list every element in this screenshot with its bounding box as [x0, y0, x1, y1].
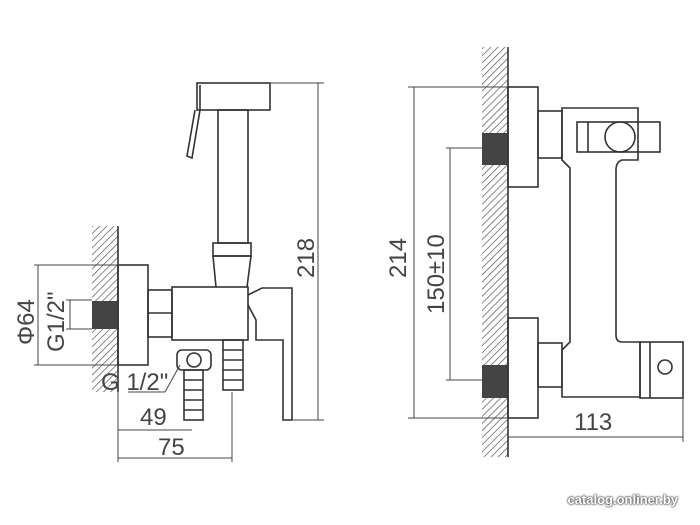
diameter-label: Φ64	[13, 299, 40, 345]
mixer-handle	[576, 121, 661, 153]
height-label: 214	[385, 238, 412, 278]
wall-thread-top	[482, 133, 508, 165]
height-label: 218	[293, 238, 320, 278]
valve-body	[171, 286, 249, 341]
watermark: catalog.onliner.by	[567, 492, 678, 507]
depth-75-label: 75	[158, 434, 185, 461]
dimension-113: 113	[508, 398, 684, 442]
wall-thread	[92, 301, 118, 329]
thread-label: G1/2"	[43, 291, 70, 352]
nut-top	[537, 110, 563, 159]
dimension-phi64: Φ64	[13, 264, 118, 366]
outlet-cap	[639, 341, 684, 399]
dimension-214: 214	[385, 86, 508, 419]
mixer-body	[561, 107, 641, 398]
mixer-handle	[247, 287, 293, 421]
holder-base	[212, 255, 252, 288]
wall-thread-bottom	[482, 365, 508, 398]
nut-bottom	[537, 342, 563, 388]
hose-barb-right	[222, 339, 244, 391]
dimension-g12: G1/2"	[43, 291, 92, 352]
depth-label: 113	[574, 409, 612, 436]
dimension-150: 150±10	[423, 147, 482, 381]
spray-trigger	[186, 85, 201, 160]
dimension-75: 75	[117, 392, 233, 462]
bidet-mixer-side-view: 218 Φ64 G1/2" G 1/2" 49 75	[13, 82, 324, 462]
hose-barb-left	[183, 369, 204, 421]
depth-49-label: 49	[140, 404, 167, 431]
spray-holder-tube	[217, 109, 249, 244]
flange-bottom	[507, 317, 539, 419]
wall-flange	[117, 264, 149, 366]
hand-spray-head	[196, 82, 271, 111]
flange-top	[507, 86, 539, 188]
shower-mixer-side-view: 214 150±10 113	[385, 47, 684, 457]
dimension-218: 218	[270, 82, 324, 421]
spacing-label: 150±10	[423, 234, 450, 314]
dimension-49: 49	[118, 404, 192, 431]
